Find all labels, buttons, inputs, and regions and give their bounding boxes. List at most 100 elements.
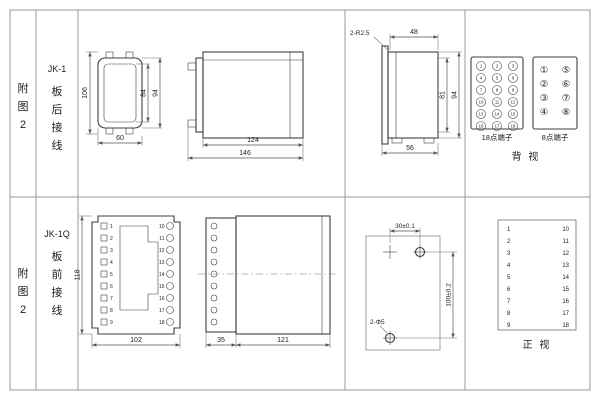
hole-top — [413, 245, 427, 259]
fig-char: 图 — [18, 285, 29, 298]
jk1q-front-view: 1 2 3 4 5 6 7 8 9 10 11 12 13 14 15 16 1… — [91, 215, 181, 335]
svg-text:2: 2 — [496, 64, 499, 69]
rear-view-caption: 背 视 — [512, 150, 541, 163]
svg-text:11: 11 — [159, 236, 164, 242]
dim-102: 102 — [130, 337, 142, 344]
side-terminal-bumps — [210, 222, 218, 326]
bottom-figure-label: 附 图 2 — [18, 266, 29, 316]
svg-text:5: 5 — [110, 272, 113, 278]
jk1q-side-view — [198, 215, 338, 335]
svg-text:16: 16 — [159, 296, 165, 302]
jk1-side-view — [187, 51, 304, 139]
top-figure-label: 附 图 2 — [18, 81, 29, 131]
jk1-section-view — [381, 45, 439, 145]
svg-text:13: 13 — [562, 263, 569, 269]
model-name: JK-1Q — [44, 229, 70, 239]
svg-text:6: 6 — [110, 284, 113, 290]
wiring-char: 后 — [52, 103, 63, 116]
svg-text:⑧: ⑧ — [562, 107, 571, 118]
table-left-column: 1 2 3 4 5 6 7 8 9 — [507, 227, 511, 329]
svg-text:11: 11 — [495, 100, 500, 105]
dim-121: 121 — [277, 337, 289, 344]
dim-60: 60 — [116, 135, 124, 142]
dim-118: 118 — [75, 269, 82, 280]
svg-text:14: 14 — [562, 275, 569, 281]
svg-text:7: 7 — [507, 299, 511, 305]
dim-100: 100±0.2 — [446, 283, 453, 307]
svg-text:12: 12 — [562, 251, 569, 257]
svg-text:2: 2 — [110, 236, 113, 242]
svg-text:17: 17 — [562, 311, 569, 317]
label-18pt: 18点端子 — [482, 132, 513, 142]
fig-char: 附 — [18, 266, 29, 280]
svg-text:3: 3 — [507, 251, 511, 257]
jk1-side-dims: 124 146 — [187, 127, 304, 161]
bottom-model-label: JK-1Q 板 前 接 线 — [44, 229, 70, 317]
terminal-circles-18 — [476, 61, 518, 131]
jk1-section-dims: 48 2-R2.5 81 94 56 — [350, 29, 462, 156]
fig-char: 图 — [18, 100, 29, 113]
wiring-char: 线 — [52, 303, 63, 317]
svg-text:1: 1 — [110, 224, 113, 230]
jk1q-front-dims: 118 102 — [75, 215, 181, 348]
svg-text:17: 17 — [159, 308, 165, 314]
svg-text:15: 15 — [511, 112, 516, 117]
svg-text:⑦: ⑦ — [562, 93, 571, 104]
svg-text:9: 9 — [512, 88, 515, 93]
svg-text:15: 15 — [159, 284, 165, 290]
dim-106: 106 — [82, 87, 89, 99]
svg-text:⑤: ⑤ — [562, 65, 571, 76]
jk1-front-dims: 106 84 94 60 — [82, 51, 162, 146]
hole-note: 2-Φ5 — [370, 319, 385, 326]
dim-35: 35 — [217, 337, 225, 344]
dim-94: 94 — [153, 89, 160, 97]
svg-text:7: 7 — [110, 296, 113, 302]
svg-text:2: 2 — [507, 239, 511, 245]
wiring-char: 接 — [52, 286, 63, 299]
svg-text:8: 8 — [496, 88, 499, 93]
svg-text:18: 18 — [511, 124, 516, 129]
wiring-char: 板 — [52, 84, 63, 98]
label-8pt: 8点端子 — [542, 132, 569, 142]
dim-124: 124 — [247, 137, 259, 144]
svg-text:⑥: ⑥ — [562, 79, 571, 90]
front-left-terminals: 1 2 3 4 5 6 7 8 9 — [100, 222, 113, 326]
svg-text:4: 4 — [480, 76, 483, 81]
svg-text:6: 6 — [512, 76, 515, 81]
svg-text:②: ② — [540, 79, 549, 90]
jk1q-side-dims: 35 121 — [205, 332, 331, 348]
front-view-caption: 正 视 — [523, 338, 552, 351]
svg-text:9: 9 — [507, 323, 511, 329]
svg-text:18: 18 — [159, 320, 165, 326]
svg-text:16: 16 — [562, 299, 569, 305]
svg-text:1: 1 — [480, 64, 483, 69]
wiring-char: 线 — [52, 138, 63, 152]
svg-text:13: 13 — [159, 260, 165, 266]
svg-text:14: 14 — [159, 272, 165, 278]
dim-81: 81 — [440, 91, 447, 99]
svg-text:10: 10 — [562, 227, 569, 233]
svg-text:6: 6 — [507, 287, 511, 293]
svg-text:④: ④ — [540, 107, 549, 118]
table-right-column: 10 11 12 13 14 15 16 17 18 — [562, 227, 569, 329]
top-model-label: JK-1 板 后 接 线 — [48, 64, 67, 152]
svg-text:16: 16 — [479, 124, 484, 129]
svg-text:10: 10 — [159, 224, 165, 230]
front-terminal-table: 1 2 3 4 5 6 7 8 9 10 11 12 13 14 15 16 1… — [497, 219, 577, 351]
svg-text:12: 12 — [159, 248, 165, 254]
dim-94b: 94 — [452, 91, 459, 99]
centerline-mark — [383, 245, 397, 259]
svg-text:8: 8 — [110, 308, 113, 314]
svg-text:8: 8 — [507, 311, 511, 317]
svg-text:9: 9 — [110, 320, 113, 326]
svg-text:4: 4 — [110, 260, 113, 266]
svg-text:7: 7 — [480, 88, 483, 93]
jk1-front-view — [97, 51, 143, 135]
svg-text:14: 14 — [495, 112, 500, 117]
dim-56: 56 — [406, 145, 414, 152]
